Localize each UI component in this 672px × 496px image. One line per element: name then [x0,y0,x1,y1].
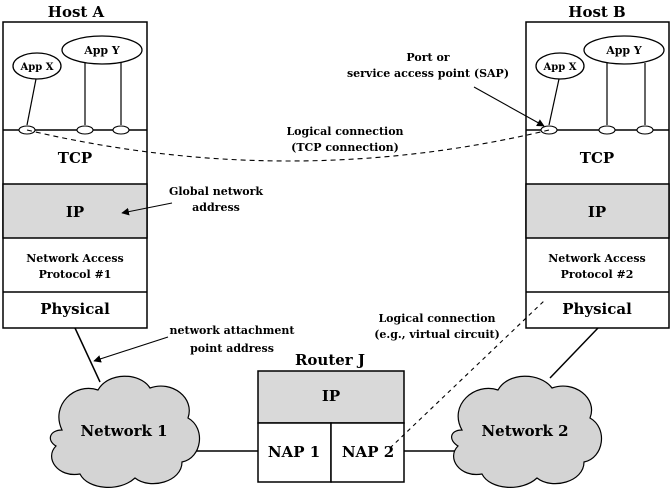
host-b-ip-layer [525,183,670,239]
host-a-app-x-label: App X [20,62,54,73]
router-ip-label: IP [322,387,340,405]
host-a-app-y-label: App Y [83,44,120,57]
vc-annotation-line1: Logical connection [378,312,495,325]
host-a-port-y1 [76,125,94,135]
attach-annotation-line2: point address [190,342,274,355]
network-2-label: Network 2 [481,422,568,440]
sap-annotation-line2: service access point (SAP) [347,67,509,80]
host-b-app-y-label: App Y [605,44,642,57]
tcp-logical-connection [26,129,550,162]
virtual-circuit-connection [389,299,546,449]
vc-annotation-line2: (e.g., virtual circuit) [374,328,500,341]
host-b: Host B App X App Y TCP IP Network Access… [525,3,670,329]
router-j: Router J IP NAP 1 NAP 2 [257,351,405,483]
attach-arrow [93,336,169,363]
host-a-port-y2 [112,125,130,135]
host-a: Host A App X App Y TCP IP Network Access… [2,3,148,329]
router-nap1-label: NAP 1 [268,443,320,461]
host-a-title: Host A [48,3,105,21]
host-a-physical-label: Physical [40,300,110,318]
host-a-nap-line1: Network Access [26,252,124,265]
tcp-conn-annotation-line1: Logical connection [286,125,403,138]
host-b-physical-label: Physical [562,300,632,318]
host-b-nap-line2: Protocol #2 [561,268,634,281]
host-a-ip-label: IP [66,203,84,221]
router-title: Router J [295,351,365,369]
router-nap2-box [330,422,405,483]
host-a-app-x [12,52,62,80]
network-1-cloud: Network 1 [49,375,201,488]
host-a-tcp-label: TCP [58,149,92,167]
host-b-nap-line1: Network Access [548,252,646,265]
host-b-port-y2 [636,125,654,135]
tcp-conn-annotation-line2: (TCP connection) [291,141,399,154]
host-a-app-y [61,35,143,65]
sap-arrow [473,86,545,127]
router-ip-layer [257,370,405,424]
host-b-app-x [535,52,585,80]
host-b-port-y1 [598,125,616,135]
network-2-cloud: Network 2 [451,375,603,488]
sap-annotation-line1: Port or [406,51,449,64]
network-1-label: Network 1 [80,422,167,440]
global-addr-annotation-line2: address [192,201,240,214]
host-a-nap-line2: Protocol #1 [39,268,112,281]
host-b-ip-label: IP [588,203,606,221]
attach-annotation-line1: network attachment [170,324,296,337]
link-hostb-net2 [549,327,599,379]
host-b-app-x-label: App X [543,62,577,73]
link-hosta-net1 [74,327,101,383]
router-nap2-label: NAP 2 [342,443,394,461]
global-addr-arrow [121,202,173,216]
host-b-tcp-label: TCP [580,149,614,167]
host-b-app-y [583,35,665,65]
host-b-title: Host B [568,3,625,21]
global-addr-annotation-line1: Global network [169,185,263,198]
